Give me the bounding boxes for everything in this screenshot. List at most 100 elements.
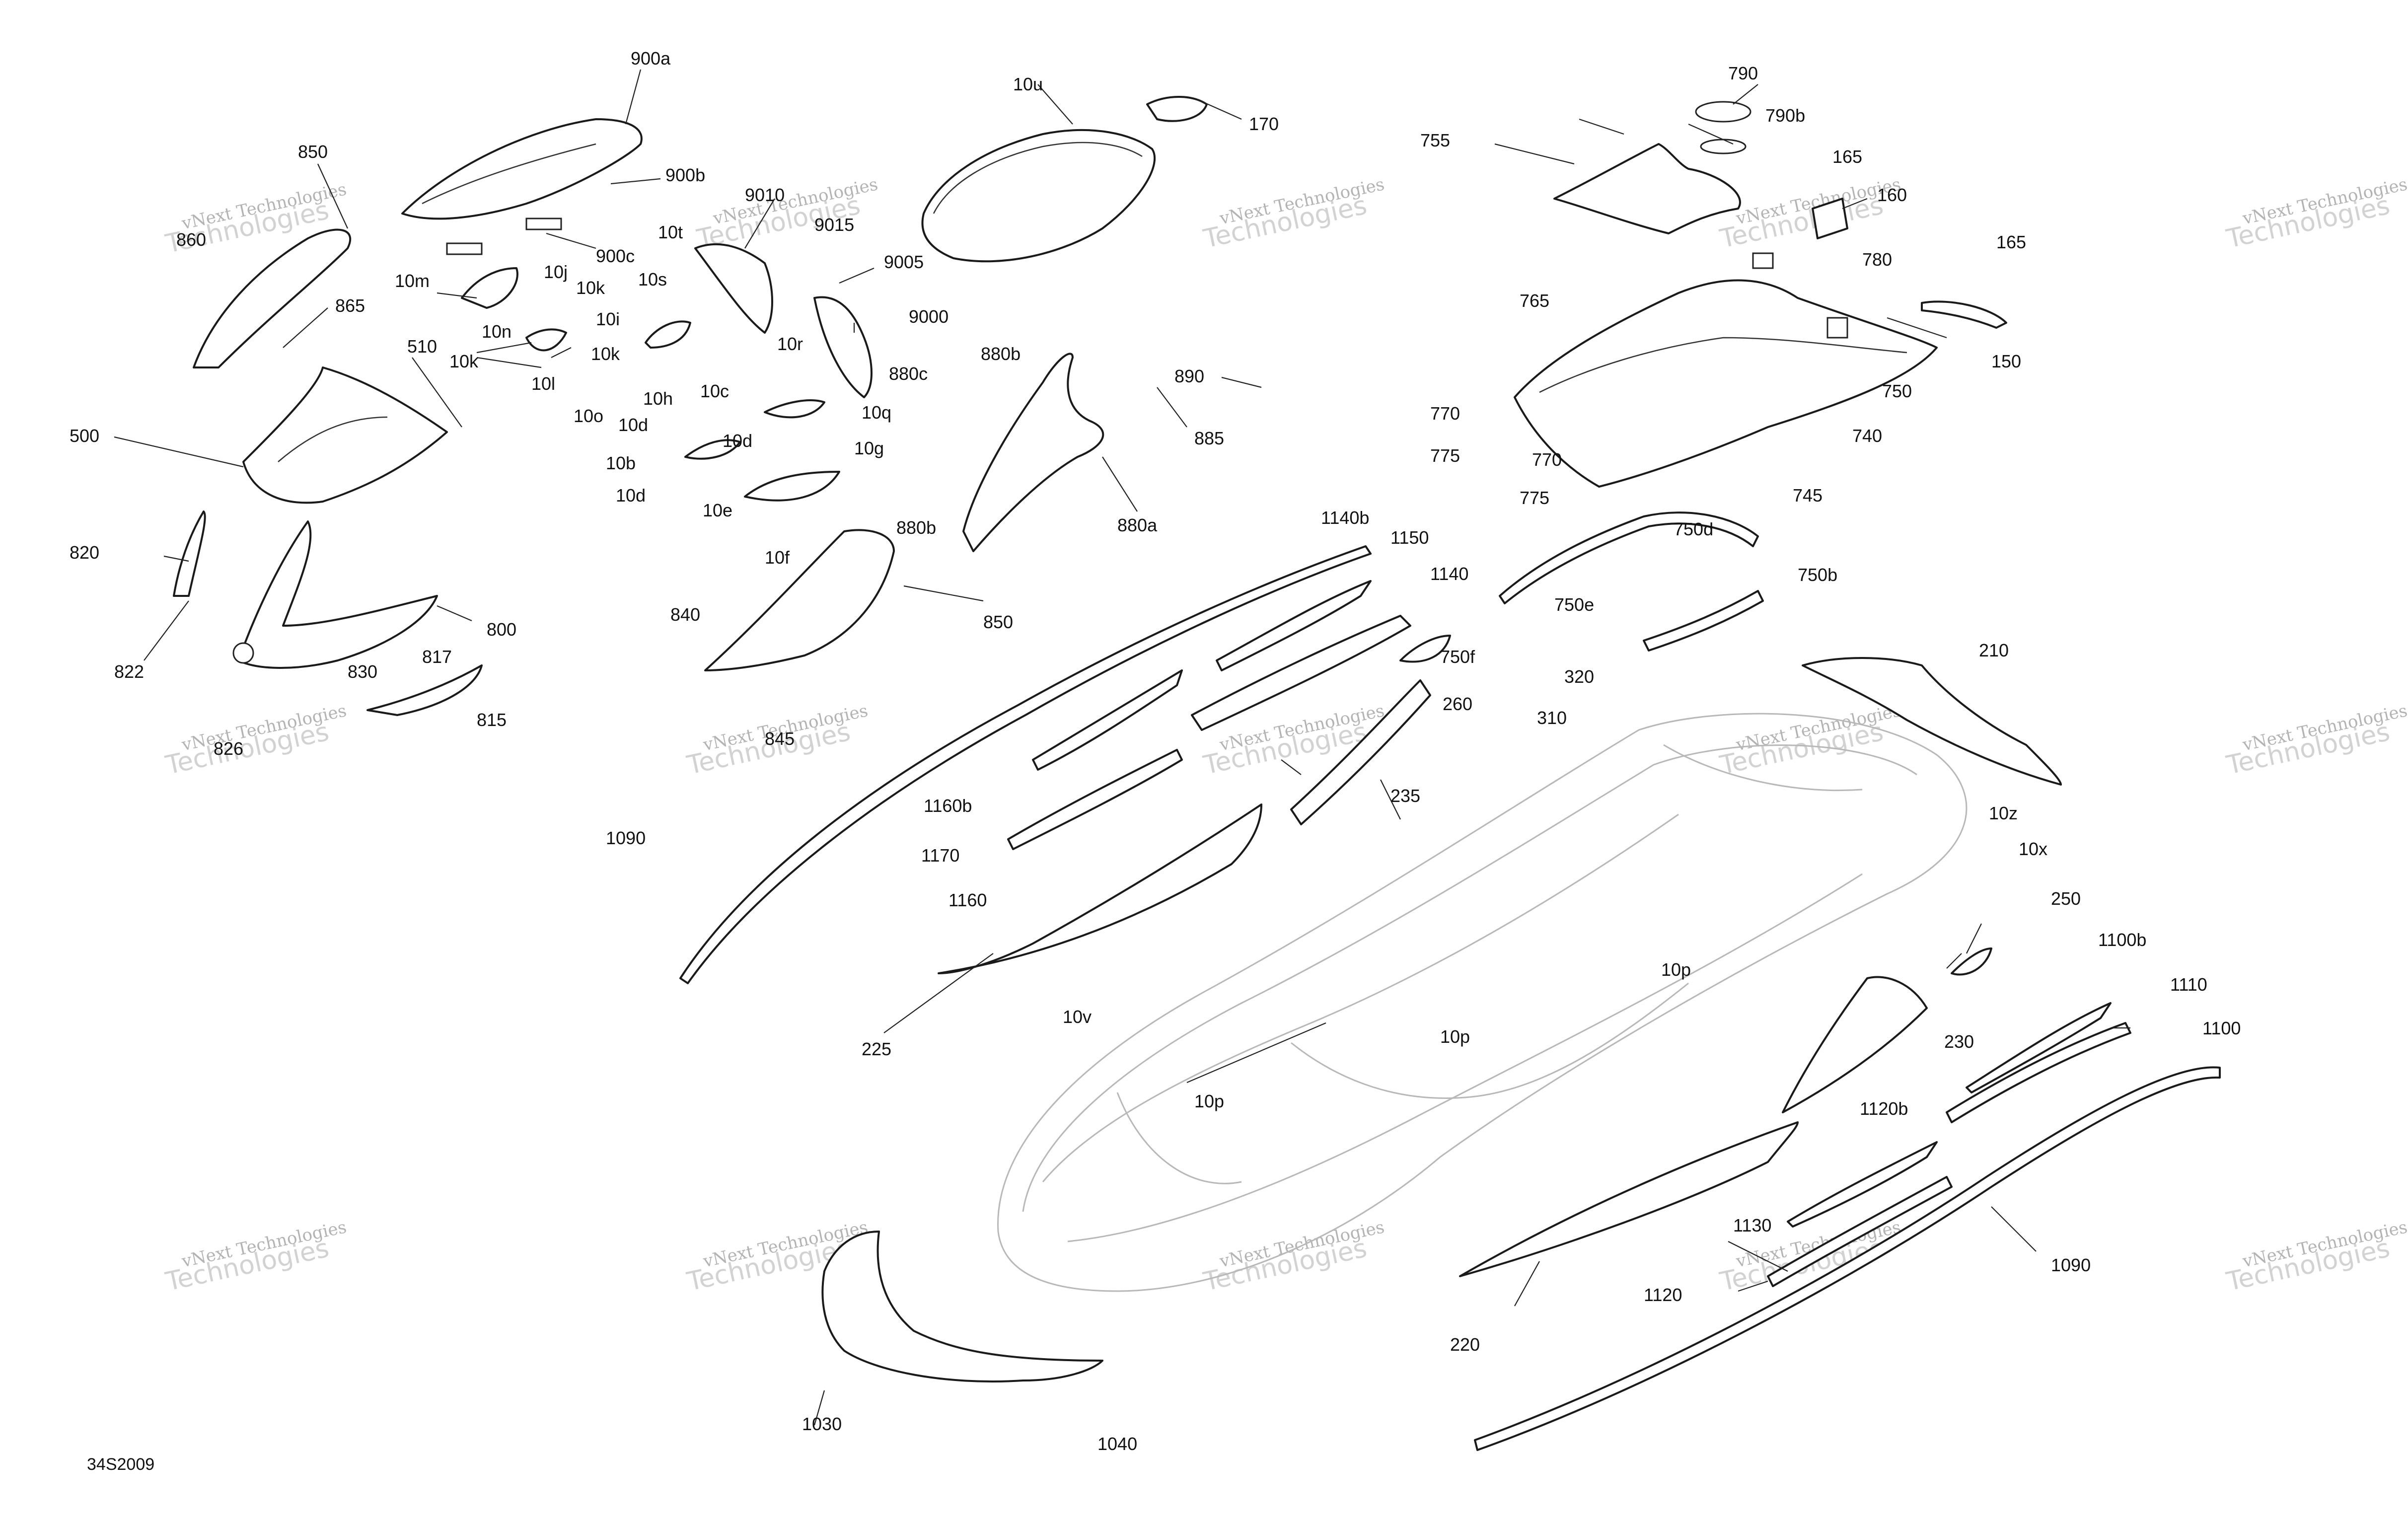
callout-label: 10u xyxy=(1013,74,1043,94)
callout-label: 10k xyxy=(449,351,479,371)
strap-part xyxy=(1499,511,1759,604)
bracket-part xyxy=(645,320,691,349)
step-part xyxy=(1767,1176,1953,1287)
bracket-part xyxy=(744,471,840,502)
callout-label: 10k xyxy=(591,344,620,364)
step-part xyxy=(1946,1022,2131,1123)
leader-lines xyxy=(114,69,2130,1426)
callout-label: 1100b xyxy=(2098,930,2146,950)
callout-label: 1110 xyxy=(2170,974,2207,995)
callout-label: 750b xyxy=(1798,565,1837,585)
callout-label: 770 xyxy=(1430,403,1460,424)
callout-label: 230 xyxy=(1944,1031,1974,1052)
step-part xyxy=(1007,749,1183,850)
callout-label: 9005 xyxy=(884,252,924,272)
callout-label: 210 xyxy=(1979,640,2009,660)
callout-label: 860 xyxy=(176,229,206,250)
panel-part xyxy=(1787,1141,1938,1228)
callout-label: 750e xyxy=(1554,594,1594,615)
callout-label: 817 xyxy=(422,647,452,667)
callout-label: 1150 xyxy=(1390,527,1429,548)
cap-part xyxy=(1399,635,1451,663)
callout-label: 165 xyxy=(1832,146,1862,167)
callout-label: 850 xyxy=(298,142,328,162)
callout-label: 750d xyxy=(1674,519,1713,539)
callout-label: 885 xyxy=(1194,428,1224,448)
front-panel-part xyxy=(242,366,448,504)
callout-label: 1160 xyxy=(949,890,987,910)
callout-label: 150 xyxy=(1991,351,2021,371)
callout-label: 10h xyxy=(643,388,673,409)
callout-label: 826 xyxy=(214,738,243,759)
callout-label: 900a xyxy=(631,48,671,69)
bracket-part xyxy=(461,267,518,309)
callout-label: 850 xyxy=(983,612,1013,632)
callout-label: 500 xyxy=(70,426,99,446)
callout-label: 235 xyxy=(1390,786,1420,806)
callout-label: 830 xyxy=(348,661,377,682)
plate-part xyxy=(1146,96,1208,122)
side-panel-part xyxy=(704,529,895,671)
callout-label: 765 xyxy=(1520,291,1549,311)
step-part xyxy=(1191,615,1411,731)
side-panel-part xyxy=(1290,679,1431,825)
cap-part xyxy=(1951,947,1992,976)
strap-part xyxy=(1643,590,1764,652)
callout-label: 510 xyxy=(407,336,437,357)
callout-label: 10q xyxy=(862,402,891,423)
bracket-part xyxy=(694,243,773,334)
callout-label: 10g xyxy=(854,438,884,458)
callout-label: 10i xyxy=(596,309,620,329)
decal-part xyxy=(446,242,483,255)
callout-label: 1090 xyxy=(606,828,646,848)
storage-cover-part xyxy=(401,118,643,220)
mat-part xyxy=(1553,143,1741,234)
callout-label: 1040 xyxy=(1097,1434,1137,1454)
parts-layer xyxy=(173,96,2221,1451)
nose-part xyxy=(821,1231,1103,1382)
bracket-part xyxy=(764,399,825,419)
callout-label: 260 xyxy=(1443,694,1472,714)
callout-label: 845 xyxy=(765,728,795,749)
panel-part xyxy=(1966,1002,2112,1093)
callout-label: 880c xyxy=(889,363,928,384)
callout-label: 755 xyxy=(1420,130,1450,150)
callout-label: 10l xyxy=(531,373,555,394)
callout-label: 10p xyxy=(1440,1026,1470,1047)
callout-label: 900b xyxy=(665,165,705,185)
callout-label: 1090 xyxy=(2051,1255,2091,1275)
callout-label: 10d xyxy=(723,431,752,451)
callout-label: 822 xyxy=(114,661,144,682)
trim-part xyxy=(366,664,483,716)
callout-label: 10c xyxy=(700,381,729,401)
callout-label: 1160b xyxy=(924,796,972,816)
trim-part xyxy=(193,228,352,368)
bracket-part xyxy=(525,328,567,352)
front-trim-part xyxy=(237,520,438,669)
callout-label: 865 xyxy=(335,295,365,316)
callout-label: 10s xyxy=(638,269,667,290)
callout-label: 775 xyxy=(1430,445,1460,466)
callout-label: 310 xyxy=(1537,708,1567,728)
callout-label: 9000 xyxy=(909,306,949,327)
callout-label: 10t xyxy=(658,222,683,242)
panel-part xyxy=(1032,669,1183,771)
callout-label: 9015 xyxy=(814,215,854,235)
bracket-part xyxy=(684,439,741,460)
callout-label: 10e xyxy=(703,500,732,520)
callout-label: 10k xyxy=(576,278,605,298)
callout-label: 10o xyxy=(574,406,603,426)
callout-label: 745 xyxy=(1793,485,1823,506)
callout-label: 10n xyxy=(482,321,511,342)
side-panel-part xyxy=(1802,657,2062,786)
callout-label: 815 xyxy=(477,710,507,730)
side-panel-part xyxy=(1782,976,1928,1113)
callout-label: 10j xyxy=(544,262,568,282)
callout-label: 160 xyxy=(1877,185,1907,205)
callout-label: 1130 xyxy=(1733,1215,1771,1235)
callout-label: 10p xyxy=(1194,1091,1224,1111)
bracket-part xyxy=(1812,198,1848,239)
callout-label: 820 xyxy=(70,542,99,563)
callout-label: 790b xyxy=(1765,105,1805,126)
